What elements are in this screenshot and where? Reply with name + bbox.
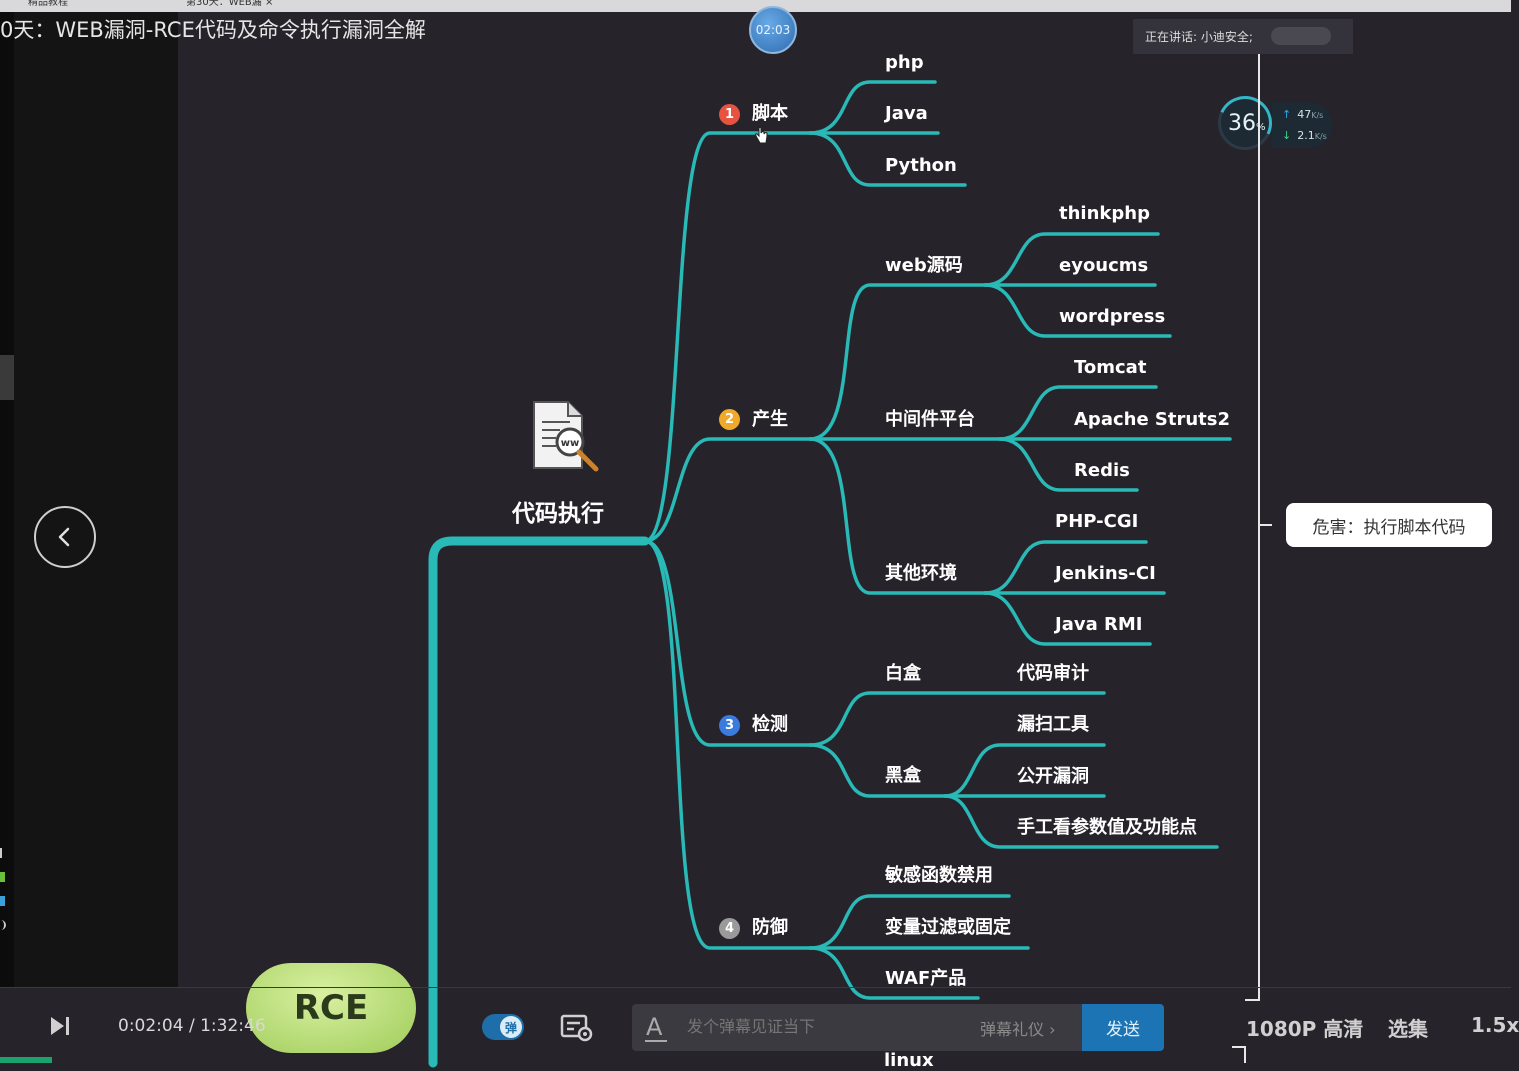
- download-arrow-icon: ↓: [1282, 129, 1292, 142]
- total-duration: 1:32:46: [200, 1016, 266, 1036]
- time-separator: /: [188, 1016, 195, 1036]
- node-python[interactable]: Python: [885, 155, 957, 176]
- summary-bracket-foot: [1245, 999, 1260, 1001]
- rce-node[interactable]: RCE: [246, 963, 416, 1053]
- back-button[interactable]: [34, 506, 96, 568]
- left-side-icons: [0, 848, 8, 930]
- node-jenkins-ci[interactable]: Jenkins-CI: [1055, 563, 1156, 584]
- danmu-settings-button[interactable]: [560, 1013, 594, 1043]
- cpu-percent-value: 36: [1228, 111, 1256, 136]
- danmu-input[interactable]: [685, 1016, 949, 1037]
- node-java-rmi[interactable]: Java RMI: [1055, 614, 1143, 635]
- node-php[interactable]: php: [885, 52, 924, 73]
- branch-1-number: 1: [719, 104, 740, 125]
- browser-tab-strip: [0, 0, 1511, 12]
- danmu-toggle-knob: 弹: [500, 1016, 522, 1038]
- progress-bar-fill[interactable]: [0, 1057, 52, 1063]
- node-redis[interactable]: Redis: [1074, 460, 1130, 481]
- upload-speed: ↑ 47K/s: [1282, 108, 1323, 121]
- cpu-ring: [1218, 96, 1272, 150]
- network-monitor-widget[interactable]: 36% ↑47K/s ↓2.1K/s: [1210, 88, 1334, 158]
- node-tomcat[interactable]: Tomcat: [1074, 357, 1147, 378]
- upload-unit: K/s: [1311, 111, 1324, 120]
- node-black-box[interactable]: 黑盒: [885, 765, 921, 786]
- svg-text:ww: ww: [561, 438, 579, 449]
- node-linux-partial[interactable]: linux: [884, 1050, 934, 1071]
- node-middleware[interactable]: 中间件平台: [885, 409, 975, 430]
- node-eyoucms[interactable]: eyoucms: [1059, 255, 1149, 276]
- node-waf[interactable]: WAF产品: [885, 968, 967, 989]
- branch-script-label[interactable]: 脚本: [752, 103, 788, 124]
- next-episode-button[interactable]: [48, 1014, 72, 1038]
- browser-tab-1[interactable]: 精品教程: [28, 0, 148, 8]
- node-other-env[interactable]: 其他环境: [885, 563, 957, 584]
- cpu-percent: 36%: [1228, 111, 1266, 136]
- send-button[interactable]: 发送: [1082, 1004, 1164, 1051]
- upload-value: 47: [1297, 108, 1312, 121]
- node-java[interactable]: Java: [885, 103, 928, 124]
- node-php-cgi[interactable]: PHP-CGI: [1055, 511, 1139, 532]
- browser-tab-1-label: 精品教程: [28, 0, 68, 8]
- branch-4-number: 4: [719, 918, 740, 939]
- branch-defense-label[interactable]: 防御: [752, 917, 788, 938]
- node-filter-variables[interactable]: 变量过滤或固定: [885, 917, 1011, 938]
- speaking-indicator: 正在讲话: 小迪安全;: [1133, 19, 1353, 54]
- branch-produce-label[interactable]: 产生: [752, 409, 788, 430]
- cpu-percent-sign: %: [1256, 122, 1266, 133]
- current-time: 0:02:04: [118, 1016, 184, 1036]
- node-wordpress[interactable]: wordpress: [1059, 306, 1166, 327]
- node-apache-struts2[interactable]: Apache Struts2: [1074, 409, 1231, 430]
- danmu-style-underline: [645, 1040, 667, 1042]
- left-edge-strip: [0, 12, 14, 987]
- download-speed: ↓ 2.1K/s: [1282, 129, 1327, 142]
- browser-tab-2-label: 第30天：WEB漏 ×: [186, 0, 274, 8]
- controls-divider: [0, 987, 1511, 988]
- hand-cursor-icon: [754, 127, 768, 145]
- web-document-search-icon: ww: [530, 398, 602, 474]
- danmu-settings-icon: [560, 1014, 593, 1042]
- branch-2-number: 2: [719, 409, 740, 430]
- video-title: 0天：WEB漏洞-RCE代码及命令执行漏洞全解: [0, 18, 426, 42]
- chevron-left-icon: [58, 527, 70, 547]
- summary-bracket-tick: [1260, 524, 1272, 526]
- node-manual-params[interactable]: 手工看参数值及功能点: [1017, 817, 1197, 838]
- speaker-avatar: [1271, 27, 1331, 45]
- danmu-etiquette-link[interactable]: 弹幕礼仪 ›: [980, 1020, 1056, 1039]
- browser-tab-2[interactable]: 第30天：WEB漏 ×: [186, 0, 336, 8]
- playback-time: 0:02:04 / 1:32:46: [118, 1016, 266, 1036]
- left-edge-handle[interactable]: [0, 355, 14, 400]
- speed-panel: ↑47K/s ↓2.1K/s: [1272, 102, 1332, 148]
- skip-next-icon: [51, 1017, 69, 1035]
- node-scanner-tools[interactable]: 漏扫工具: [1017, 714, 1089, 735]
- summary-callout[interactable]: 危害：执行脚本代码: [1286, 503, 1492, 547]
- branch-detect-label[interactable]: 检测: [752, 714, 788, 735]
- node-white-box[interactable]: 白盒: [885, 663, 921, 684]
- node-code-audit[interactable]: 代码审计: [1017, 663, 1089, 684]
- upload-arrow-icon: ↑: [1282, 108, 1292, 121]
- branch-3-number: 3: [719, 715, 740, 736]
- episodes-button[interactable]: 选集: [1388, 1017, 1428, 1041]
- danmu-style-icon[interactable]: A: [646, 1013, 663, 1041]
- node-thinkphp[interactable]: thinkphp: [1059, 203, 1150, 224]
- download-value: 2.1: [1297, 129, 1315, 142]
- download-unit: K/s: [1314, 132, 1327, 141]
- node-public-vulns[interactable]: 公开漏洞: [1017, 766, 1089, 787]
- root-node-label[interactable]: 代码执行: [512, 501, 604, 527]
- summary-bracket-line: [1258, 54, 1260, 1001]
- node-web-source[interactable]: web源码: [885, 255, 963, 276]
- left-letterbox: [0, 12, 178, 987]
- quality-selector[interactable]: 1080P 高清: [1246, 1017, 1364, 1041]
- next-bracket-corner: [1232, 1046, 1246, 1063]
- speaking-label: 正在讲话: 小迪安全;: [1145, 30, 1253, 44]
- node-disable-functions[interactable]: 敏感函数禁用: [885, 865, 993, 886]
- speed-selector[interactable]: 1.5x: [1471, 1013, 1519, 1037]
- recording-timer: 02:03: [749, 6, 797, 54]
- danmu-toggle[interactable]: 弹: [482, 1014, 524, 1040]
